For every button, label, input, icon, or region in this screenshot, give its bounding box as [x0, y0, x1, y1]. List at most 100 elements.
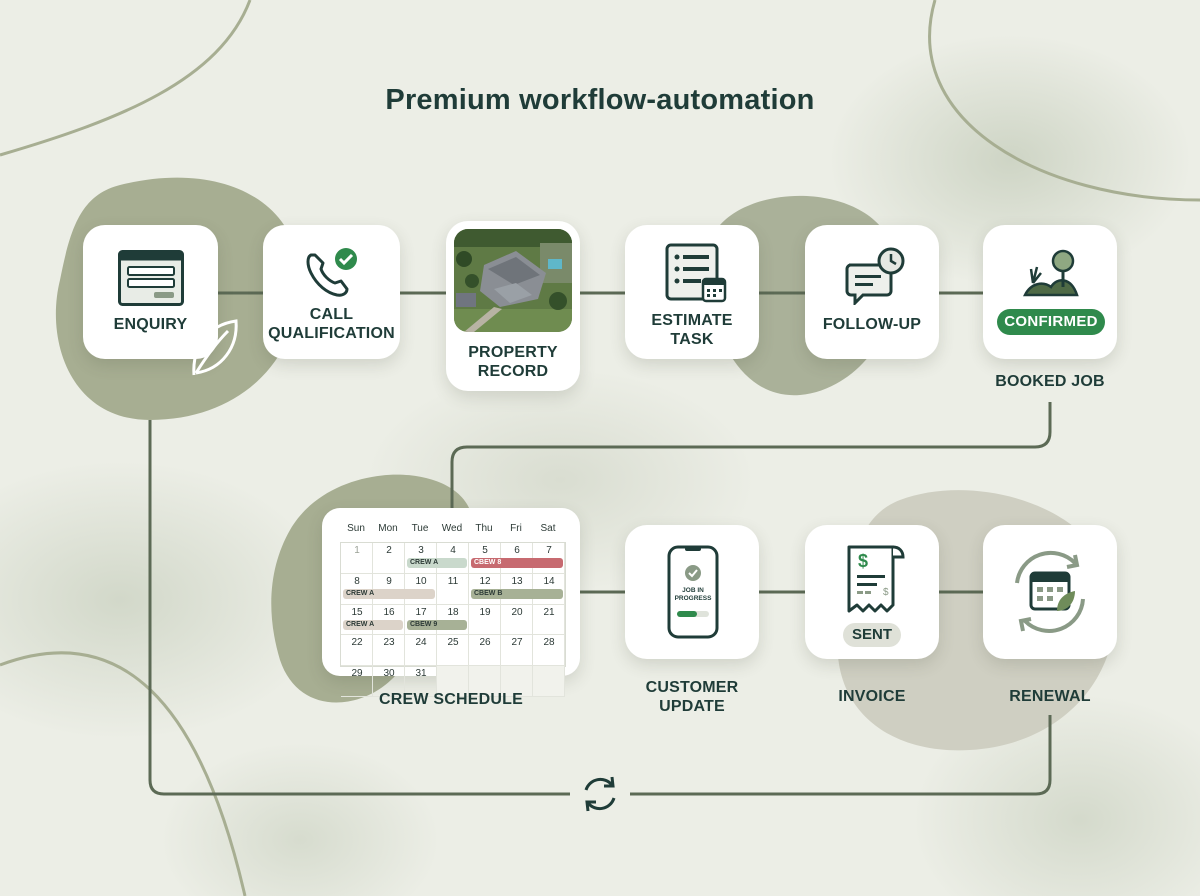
crew-booking-bar[interactable]: CREW A: [343, 619, 403, 630]
property-label-line2: RECORD: [477, 363, 549, 380]
calendar-day-number: 3: [418, 545, 424, 556]
calendar-day-cell[interactable]: 23: [373, 635, 405, 666]
renewal-label: RENEWAL: [1009, 688, 1091, 705]
estimate-label-line1: ESTIMATE: [651, 312, 733, 329]
crew-booking-bar[interactable]: CBEW 9: [407, 619, 467, 630]
calendar-day-cell[interactable]: 16: [373, 604, 405, 636]
calendar-day-number: 30: [383, 668, 395, 679]
calendar-day-cell[interactable]: 4: [437, 543, 469, 574]
receipt-icon: $ $: [847, 545, 905, 613]
calendar-day-number: 11: [447, 575, 459, 587]
calendar-day-number: 7: [546, 545, 552, 556]
calendar-day-cell[interactable]: [469, 666, 501, 697]
calendar-day-cell[interactable]: 7: [533, 543, 565, 574]
step-enquiry-card[interactable]: ENQUIRY: [83, 225, 218, 359]
calendar-day-number: 4: [450, 545, 456, 556]
step-call-qualification-card[interactable]: CALL QUALIFICATION: [263, 225, 400, 359]
calendar-day-number: 28: [543, 637, 555, 649]
crew-booking-bar[interactable]: CBEW B: [471, 588, 563, 599]
calendar-day-cell[interactable]: 2: [373, 543, 405, 574]
calendar-day-number: 18: [447, 606, 459, 618]
calendar-day-cell[interactable]: [437, 666, 469, 697]
calendar-day-number: 2: [386, 545, 392, 556]
decor-curve-bottom-left: [0, 651, 247, 896]
calendar-day-cell[interactable]: 28: [533, 635, 565, 666]
weekday-1: Mon: [378, 523, 398, 534]
calendar-day-number: 13: [511, 575, 523, 587]
calendar-cycle-icon: [1015, 550, 1085, 633]
phone-text-line2: PROGRESS: [675, 595, 713, 602]
call-label-line1: CALL: [309, 306, 354, 323]
calendar-day-cell[interactable]: 25: [437, 635, 469, 666]
connector-booked-to-crew: [450, 402, 1052, 510]
aerial-house-photo: [454, 229, 572, 332]
calendar-day-cell[interactable]: [501, 666, 533, 697]
calendar-day-number: 29: [351, 668, 363, 679]
step-follow-up-card[interactable]: FOLLOW-UP: [805, 225, 939, 359]
calendar-day-number: 23: [383, 637, 395, 649]
calendar-day-number: 12: [479, 575, 491, 587]
crew-booking-bar[interactable]: CREW A: [343, 588, 435, 599]
crew-booking-bar[interactable]: CREW A: [407, 558, 467, 568]
step-customer-update-card[interactable]: JOB IN PROGRESS: [625, 525, 759, 659]
phone-progress-icon: JOB IN PROGRESS: [667, 545, 719, 639]
calendar-day-cell[interactable]: 27: [501, 635, 533, 666]
crew-schedule-label: CREW SCHEDULE: [379, 691, 523, 708]
calendar-day-number: 8: [354, 575, 360, 587]
calendar-day-number: 6: [514, 545, 520, 556]
calendar-day-number: 21: [543, 606, 555, 618]
weekday-4: Thu: [475, 523, 493, 534]
phone-check-icon: [306, 248, 357, 297]
calendar-day-cell[interactable]: 20: [501, 604, 533, 636]
calendar-day-cell[interactable]: 29: [341, 666, 373, 697]
landscape-icon: [1023, 249, 1079, 297]
calendar-day-number: 10: [415, 575, 427, 587]
calendar-day-cell[interactable]: 31: [405, 666, 437, 697]
weekday-3: Wed: [441, 523, 463, 534]
chat-clock-icon: [845, 247, 905, 305]
calendar-day-number: 15: [351, 606, 363, 618]
web-form-icon: [118, 250, 184, 306]
weekday-6: Sat: [540, 523, 556, 534]
calendar-day-cell[interactable]: 26: [469, 635, 501, 666]
calendar-day-cell[interactable]: 14: [533, 573, 565, 605]
sent-badge: SENT: [843, 623, 901, 647]
step-renewal-card[interactable]: [983, 525, 1117, 659]
connector-loop-back: [148, 420, 1052, 796]
calendar-day-number: 14: [543, 575, 555, 587]
crew-booking-bar[interactable]: CBEW 8: [471, 558, 563, 568]
calendar-day-cell[interactable]: 11: [437, 573, 469, 605]
calendar-day-cell[interactable]: 1: [341, 543, 373, 574]
calendar-day-cell[interactable]: 18: [437, 604, 469, 636]
phone-text-line1: JOB IN: [682, 587, 704, 594]
step-booked-job-card[interactable]: CONFIRMED: [983, 225, 1117, 359]
calendar-day-number: 22: [351, 637, 363, 649]
calendar-day-cell[interactable]: 10: [405, 573, 437, 605]
enquiry-label: ENQUIRY: [113, 316, 188, 333]
calendar-day-number: 20: [511, 606, 523, 618]
calendar-day-cell[interactable]: 30: [373, 666, 405, 697]
calendar-day-cell[interactable]: 24: [405, 635, 437, 666]
weekday-5: Fri: [510, 523, 522, 534]
calendar-day-number: 5: [482, 545, 488, 556]
calendar-day-cell[interactable]: [533, 666, 565, 697]
calendar-day-cell[interactable]: 19: [469, 604, 501, 636]
step-invoice-card[interactable]: $ $ SENT: [805, 525, 939, 659]
step-estimate-task-card[interactable]: ESTIMATE TASK: [625, 225, 759, 359]
step-property-record-card[interactable]: PROPERTY RECORD: [446, 221, 580, 391]
svg-text:$: $: [883, 587, 889, 598]
estimate-label-line2: TASK: [670, 331, 714, 348]
confirmed-badge: CONFIRMED: [997, 309, 1105, 335]
customer-label-line2: UPDATE: [659, 698, 725, 715]
follow-up-label: FOLLOW-UP: [822, 316, 922, 333]
calendar-day-number: 25: [447, 637, 459, 649]
weekday-2: Tue: [411, 523, 429, 534]
decor-curve-top-right: [928, 0, 1200, 202]
customer-label-line1: CUSTOMER: [645, 679, 739, 696]
calendar-day-cell[interactable]: 21: [533, 604, 565, 636]
calendar-day-cell[interactable]: 22: [341, 635, 373, 666]
